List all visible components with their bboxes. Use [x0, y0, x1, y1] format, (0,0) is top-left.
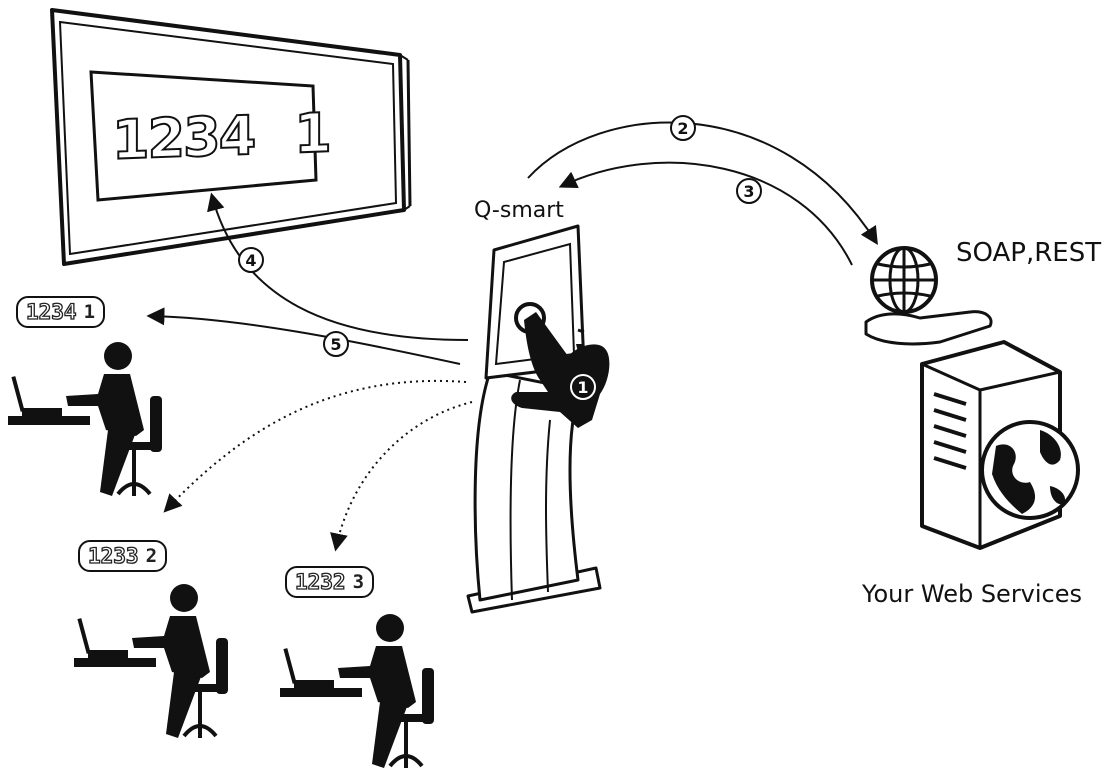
step-marker-1: 1 [570, 374, 596, 400]
ticket-counter: 1 [83, 301, 96, 323]
ticket-bubble: 1233 2 [78, 540, 168, 572]
ticket-number: 1233 [87, 543, 139, 568]
arrow-step-5 [146, 307, 461, 365]
worker-at-desk-icon [280, 614, 434, 768]
ticket-counter: 3 [352, 571, 365, 593]
dotted-arrow-worker-3 [330, 401, 473, 552]
protocols-label: SOAP,REST [956, 238, 1102, 268]
step-marker-2: 2 [670, 115, 696, 141]
display-board-readout: 1234 1 [111, 100, 331, 173]
server-globe-icon [920, 340, 1080, 550]
arrow-step-3 [558, 161, 853, 266]
step-marker-4: 4 [238, 247, 264, 273]
display-board-icon [50, 8, 412, 266]
board-counter-number: 1 [293, 100, 331, 166]
step-marker-5: 5 [323, 331, 349, 357]
kiosk-label: Q-smart [474, 198, 564, 223]
step-marker-3: 3 [736, 178, 762, 204]
ticket-bubble: 1232 3 [285, 566, 375, 598]
ticket-counter: 2 [145, 545, 158, 567]
web-services-label: Your Web Services [862, 580, 1083, 608]
ticket-number: 1234 [25, 299, 77, 324]
dotted-arrow-worker-2 [163, 379, 467, 513]
ticket-bubble: 1234 1 [16, 296, 106, 328]
worker-at-desk-icon [8, 342, 162, 496]
worker-at-desk-icon [74, 584, 228, 738]
board-ticket-number: 1234 [111, 103, 255, 173]
arrow-step-4 [207, 192, 469, 341]
ticket-number: 1232 [294, 569, 346, 594]
globe-hand-icon [864, 246, 993, 346]
